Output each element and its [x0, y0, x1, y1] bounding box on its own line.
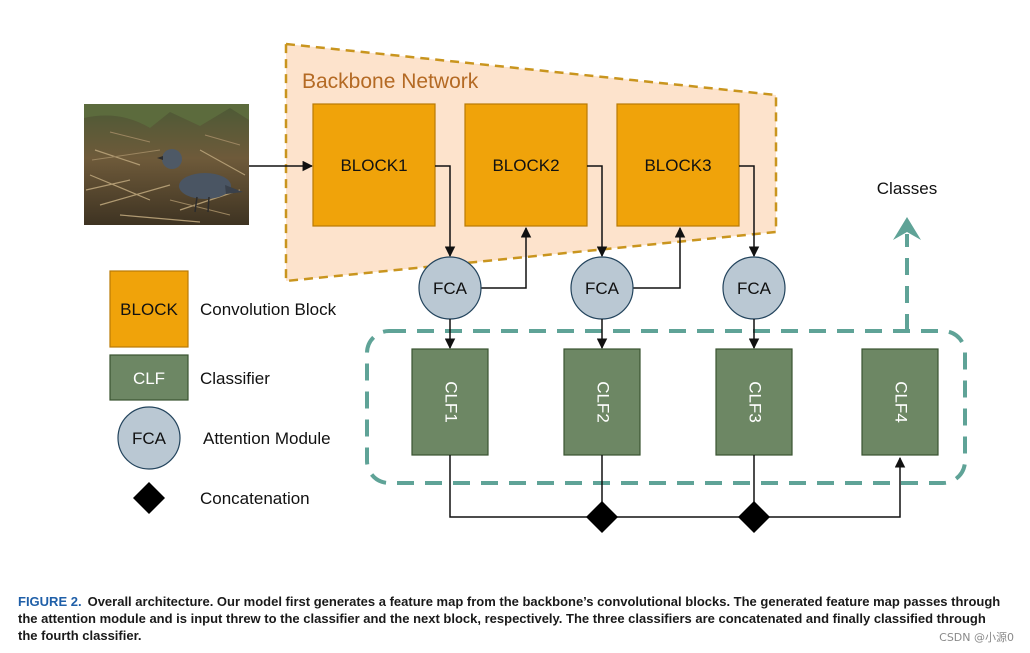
block2-to-fca2-arrow — [587, 165, 608, 258]
concat-diamond-2 — [738, 501, 770, 533]
caption-text: Overall architecture. Our model first ge… — [18, 594, 1001, 643]
block2-box — [464, 103, 588, 227]
clf4-box — [861, 348, 939, 456]
fca2-to-block3-arrow — [633, 226, 686, 289]
clf3-box — [715, 348, 793, 456]
block1-label: BLOCK1 — [340, 156, 407, 175]
clf2-label: CLF2 — [594, 381, 613, 423]
block3-box — [616, 103, 740, 227]
fca3-label: FCA — [737, 279, 772, 298]
fca1-to-block2-arrow — [481, 226, 532, 289]
legend-fca-text: Attention Module — [203, 429, 331, 448]
figure-caption: FIGURE 2.Overall architecture. Our model… — [18, 593, 1008, 644]
clf3-label: CLF3 — [746, 381, 765, 423]
legend-concat-diamond — [133, 482, 165, 514]
block3-to-fca3-arrow — [739, 165, 760, 258]
backbone-title: Backbone Network — [302, 70, 479, 93]
concat-diamond-1 — [586, 501, 618, 533]
legend-concat-text: Concatenation — [200, 489, 310, 508]
figure-number: FIGURE 2. — [18, 594, 82, 609]
legend-clf-text: Classifier — [200, 369, 270, 388]
concat-line — [449, 455, 906, 518]
classes-arrowhead — [893, 217, 921, 240]
clf4-label: CLF4 — [892, 381, 911, 423]
bird-photo-icon — [84, 104, 249, 225]
fca1-label: FCA — [433, 279, 468, 298]
block1-to-fca1-arrow — [435, 165, 456, 258]
block3-label: BLOCK3 — [644, 156, 711, 175]
legend-block-symbol: BLOCK — [120, 300, 178, 319]
clf1-label: CLF1 — [442, 381, 461, 423]
classifier-group — [365, 329, 967, 485]
legend-fca-symbol: FCA — [132, 429, 167, 448]
legend-block-swatch — [109, 270, 189, 348]
classes-label: Classes — [877, 179, 937, 198]
legend-block-text: Convolution Block — [200, 300, 337, 319]
legend-clf-swatch — [109, 354, 189, 401]
legend-clf-symbol: CLF — [133, 369, 165, 388]
watermark: CSDN @小源0 — [939, 631, 1014, 644]
fca2-label: FCA — [585, 279, 620, 298]
block2-label: BLOCK2 — [492, 156, 559, 175]
legend-fca-swatch — [117, 406, 181, 470]
block1-box — [312, 103, 436, 227]
clf1-box — [411, 348, 489, 456]
